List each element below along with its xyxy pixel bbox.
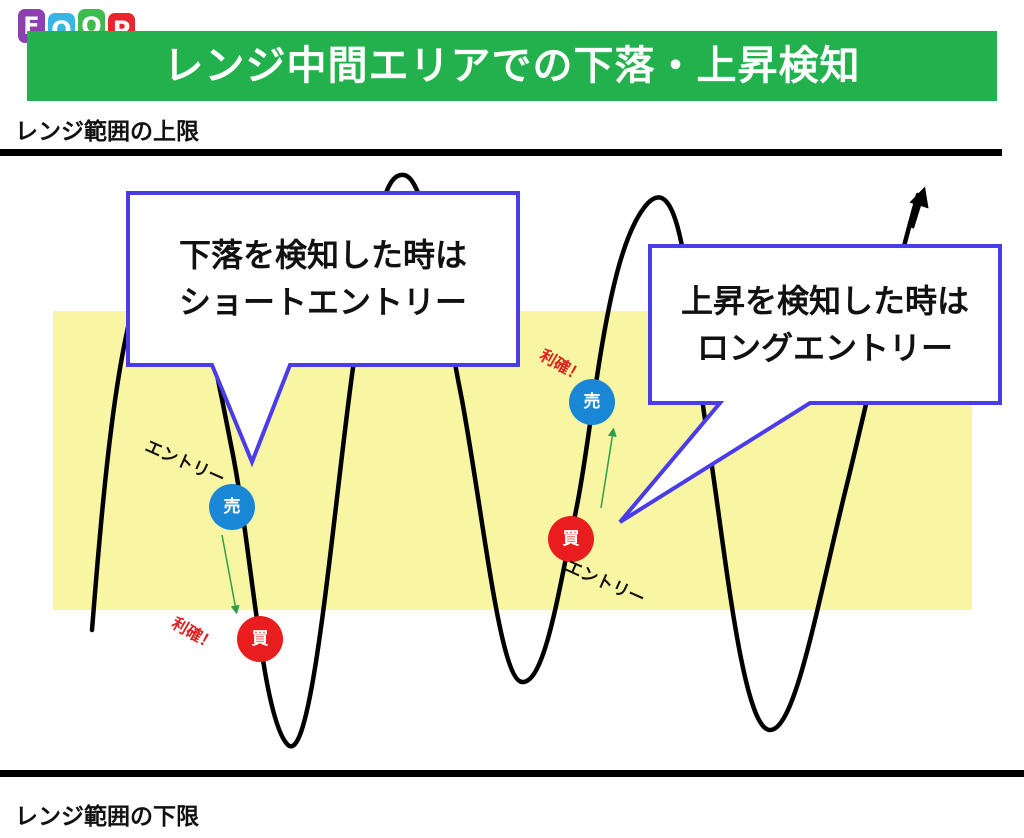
- price-wave-line: [89, 172, 921, 749]
- rise-callout-text: 上昇を検知した時は ロングエントリー: [652, 278, 998, 372]
- rise-callout-line2: ロングエントリー: [696, 329, 953, 367]
- lower-limit-label: レンジ範囲の下限: [15, 804, 199, 830]
- upper-limit-label: レンジ範囲の上限: [15, 119, 199, 145]
- short-entry-sell-marker: 売: [209, 484, 255, 530]
- rise-callout-line1: 上昇を検知した時は: [680, 282, 969, 320]
- title-banner: レンジ中間エリアでの下落・上昇検知: [27, 31, 997, 101]
- fall-callout-line2: ショートエントリー: [178, 283, 467, 321]
- long-exit-sell-marker: 売: [569, 379, 615, 425]
- fall-callout-box: [126, 191, 520, 468]
- short-exit-buy-marker: 買: [237, 616, 283, 662]
- lower-limit-line: [0, 770, 1024, 777]
- long-profit-arrow: [600, 427, 617, 509]
- upper-limit-line: [0, 149, 1002, 156]
- long-entry-buy-marker: 買: [548, 516, 594, 562]
- trend-arrow: [909, 186, 929, 229]
- rise-callout-box: [618, 244, 1002, 524]
- fall-callout-line1: 下落を検知した時は: [178, 236, 467, 274]
- fall-callout-text: 下落を検知した時は ショートエントリー: [130, 232, 516, 326]
- short-profit-arrow: [221, 534, 240, 615]
